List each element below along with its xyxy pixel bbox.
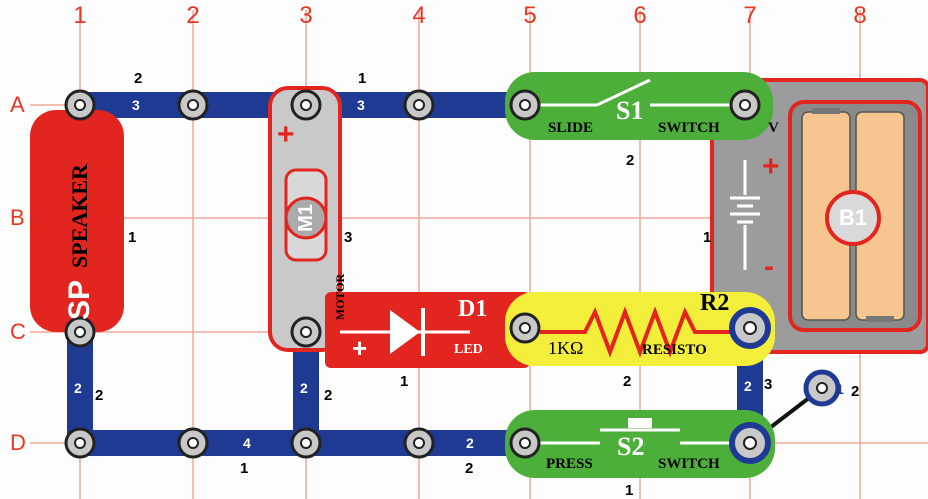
jumper-snap [803, 369, 841, 407]
row-label-d: D [10, 430, 26, 455]
battery-minus: - [764, 250, 774, 283]
level-label: 2 [95, 387, 104, 404]
snap [403, 89, 435, 121]
resistor-component [505, 292, 775, 366]
column-label-4: 4 [412, 2, 426, 29]
snap [64, 89, 96, 121]
slide-switch-code: S1 [616, 96, 644, 125]
wire-bottom-left-number: 4 [243, 435, 251, 451]
slide-switch-right-label: SWITCH [658, 120, 720, 136]
level-label: 1 [625, 482, 634, 499]
battery-code: B1 [838, 205, 868, 230]
wire-bottom-mid-number: 2 [466, 435, 474, 451]
motor-name: MOTOR [333, 273, 347, 321]
wire-right-vertical-number: 2 [744, 378, 752, 394]
resistor-name: RESISTO [642, 342, 707, 358]
column-label-2: 2 [186, 2, 200, 29]
press-switch-right-label: SWITCH [658, 456, 720, 472]
jumper-number: 1 [836, 381, 844, 397]
resistor-value: 1KΩ [548, 338, 584, 358]
level-label: 2 [324, 387, 333, 404]
speaker-name: SPEAKER [67, 164, 92, 268]
wire-top-left-number: 3 [132, 97, 140, 113]
level-label: 1 [128, 229, 137, 246]
motor-plus: + [277, 118, 295, 151]
snap [509, 89, 541, 121]
snap [729, 307, 771, 349]
wire-left-vertical-number: 2 [74, 380, 82, 396]
snap [729, 89, 761, 121]
level-label: 2 [623, 373, 632, 390]
speaker-component [30, 110, 124, 332]
snap [509, 427, 541, 459]
level-label: 2 [626, 152, 635, 169]
column-label-5: 5 [523, 2, 537, 29]
motor-code: M1 [295, 204, 317, 232]
column-label-1: 1 [73, 2, 87, 29]
battery-plus: + [762, 150, 780, 183]
press-switch-left-label: PRESS [546, 456, 593, 472]
level-label: 1 [358, 70, 367, 87]
level-label: 3 [764, 376, 773, 393]
resistor-code: R2 [700, 290, 730, 316]
level-label: 2 [851, 383, 860, 400]
level-label: 2 [465, 460, 474, 477]
level-label: 1 [400, 373, 409, 390]
slide-switch-left-label: SLIDE [548, 120, 594, 136]
led-code: D1 [458, 296, 488, 322]
row-label-a: A [10, 92, 25, 117]
led-component [325, 292, 530, 368]
battery-component [710, 78, 928, 354]
speaker-code: SP [63, 279, 96, 321]
snap [290, 89, 322, 121]
snap [403, 427, 435, 459]
snap [64, 427, 96, 459]
snap [64, 316, 96, 348]
battery-partial-label: V [768, 120, 779, 136]
wire-mid-vertical-number: 2 [300, 380, 308, 396]
led-name: LED [454, 342, 483, 357]
row-label-c: C [10, 319, 26, 344]
level-label: 1 [703, 229, 712, 246]
snap [290, 316, 322, 348]
wire-top-mid-number: 3 [357, 97, 365, 113]
snaps [64, 89, 841, 464]
column-label-8: 8 [853, 2, 867, 29]
snap [509, 312, 541, 344]
level-label: 1 [240, 460, 249, 477]
level-label: 2 [134, 70, 143, 87]
press-switch-code: S2 [617, 432, 645, 461]
led-plus: + [352, 333, 368, 363]
level-label: 3 [344, 229, 353, 246]
snap [177, 89, 209, 121]
column-label-6: 6 [633, 2, 647, 29]
column-label-3: 3 [299, 2, 313, 29]
snap [177, 427, 209, 459]
motor-component [268, 86, 342, 352]
snap [290, 427, 322, 459]
row-label-b: B [10, 205, 25, 230]
snap [729, 422, 771, 464]
column-label-7: 7 [743, 2, 757, 29]
